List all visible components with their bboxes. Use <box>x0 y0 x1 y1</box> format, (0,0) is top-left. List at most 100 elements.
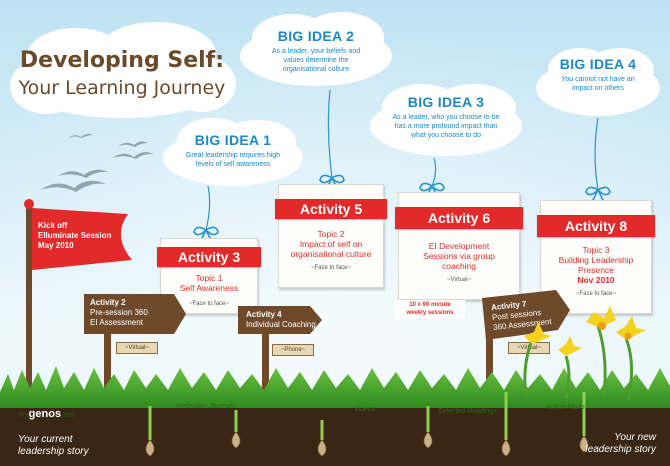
bird-icon <box>40 180 106 192</box>
ground-label: Selected Readings <box>438 408 497 415</box>
signpost-board <box>238 306 322 334</box>
story-line: Your current <box>18 434 73 445</box>
cloud-shape <box>240 12 392 86</box>
logo-suffix: .net <box>61 410 75 419</box>
signpost-line: EI Assessment <box>90 318 143 327</box>
signpost-board <box>84 294 186 334</box>
kickoff-label: Kick off Elluminate Session May 2010 <box>38 221 111 251</box>
title-cloud: Developing Self: Your Learning Journey <box>6 18 238 126</box>
activity-card-label: Activity 3 <box>157 247 261 267</box>
activity-card-3: Activity 3 Topic 1 Self Awareness ~Face … <box>157 238 261 314</box>
daffodil-icon <box>523 322 552 397</box>
page-title: Developing Self: <box>19 48 225 73</box>
logo-brand: genos <box>28 408 62 420</box>
kickoff-flag <box>24 199 132 394</box>
activity-card-topic: Topic 3 <box>582 245 610 255</box>
activity-card-mode: ~Face to face~ <box>575 291 617 297</box>
signpost-tag: ~Virtual~ <box>116 342 158 354</box>
signpost-line: Pre-session 360 <box>90 308 148 317</box>
story-line: leadership story <box>585 444 656 455</box>
activity-card-topic: Presence <box>578 265 614 275</box>
story-new: Your new leadership story <box>585 432 656 456</box>
story-current: Your current leadership story <box>18 434 89 458</box>
cloud-shape <box>370 84 522 156</box>
big-idea-2-cloud: BIG IDEA 2 As a leader, your beliefs and… <box>236 8 396 92</box>
story-line: Your new <box>614 432 656 443</box>
daffodil-icon <box>586 306 616 397</box>
kickoff-line: Elluminate Session <box>38 231 112 240</box>
ground-label: Reflection Journals <box>176 403 236 410</box>
bulb-icon <box>423 431 433 449</box>
bird-icon <box>58 169 108 178</box>
story-line: leadership story <box>18 446 89 457</box>
activity-card-date: Nov 2010 <box>577 275 615 285</box>
signpost-pole <box>104 330 111 396</box>
bulb-icon <box>579 435 589 453</box>
bird-icon <box>68 133 93 138</box>
sessions-note-line: 10 x 90 minute <box>409 302 451 308</box>
activity-card-topic: Building Leadership <box>558 255 634 265</box>
big-idea-title: BIG IDEA 3 <box>407 94 485 110</box>
bulb-icon <box>145 439 155 457</box>
bird-icon <box>112 152 154 159</box>
big-idea-text: As a leader, your beliefs and values det… <box>271 48 361 73</box>
big-idea-4-cloud: BIG IDEA 4 You cannot not have an impact… <box>532 42 664 120</box>
bulb-icon <box>501 439 511 457</box>
signpost-line: Individual Coaching <box>246 320 316 329</box>
bulb-icon <box>317 439 327 457</box>
signpost-tag: ~Phone~ <box>272 344 314 356</box>
activity-card-label: Activity 6 <box>395 207 523 229</box>
activity-card-label: Activity 5 <box>275 199 387 219</box>
cloud-shape <box>163 118 303 186</box>
big-idea-text: As a leader, who you choose to be has a … <box>392 114 500 139</box>
flag-pole-knob <box>24 199 34 209</box>
activity-card-topic: Impact of self on <box>299 239 363 249</box>
activity-card-6: Activity 6 EI Development Sessions via g… <box>395 192 523 300</box>
activity-card-mode: ~Face to face~ <box>188 301 230 307</box>
signpost-title: Activity 2 <box>90 298 126 307</box>
activity-card-topic: EI Development <box>428 241 490 251</box>
big-idea-3-cloud: BIG IDEA 3 As a leader, who you choose t… <box>366 78 526 162</box>
signpost-text: Activity 4 Individual Coaching <box>246 310 316 330</box>
cloud-shape <box>10 22 236 118</box>
signpost-pole <box>486 336 493 394</box>
logo-prefix: my <box>18 410 29 419</box>
signpost-pole <box>262 330 269 392</box>
activity-card-topic: coaching <box>441 261 477 271</box>
activity-card-topic: organisational culture <box>290 249 372 259</box>
activity-card-topic: Self Awareness <box>179 283 239 293</box>
logo: mygenos.net <box>18 408 74 420</box>
flag-cloth <box>32 208 132 270</box>
activity-card-topic: Topic 2 <box>317 229 345 239</box>
cloud-shape <box>536 48 660 116</box>
activity-card-topic: Sessions via group <box>423 251 495 261</box>
activity-card-5: Activity 5 Topic 2 Impact of self on org… <box>275 184 387 288</box>
sessions-note: 10 x 90 minute weekly sessions <box>395 300 465 319</box>
ground-label: Videos <box>354 406 376 413</box>
kickoff-line: May 2010 <box>38 241 74 250</box>
bulb-icon <box>231 431 241 449</box>
activity-card-topic: Topic 1 <box>195 273 223 283</box>
big-idea-title: BIG IDEA 2 <box>277 28 355 44</box>
grass <box>0 366 670 408</box>
flag-pole <box>26 204 32 394</box>
big-idea-text: Great leadership requires high levels of… <box>185 152 281 168</box>
daffodil-icon <box>616 316 646 401</box>
big-idea-title: BIG IDEA 1 <box>194 132 272 148</box>
activity-card-mode: ~Virtual~ <box>447 277 471 283</box>
big-idea-1-cloud: BIG IDEA 1 Great leadership requires hig… <box>158 112 308 190</box>
activity-card-label: Activity 8 <box>537 215 655 237</box>
signpost-title: Activity 4 <box>246 310 282 319</box>
signpost-board <box>482 290 570 340</box>
activity-card-mode: ~Face to face~ <box>310 265 352 271</box>
signpost-text: Activity 2 Pre-session 360 EI Assessment <box>90 298 148 328</box>
bird-icon <box>118 141 148 147</box>
sessions-note-line: weekly sessions <box>406 309 454 316</box>
page-subtitle: Your Learning Journey <box>18 77 226 99</box>
big-idea-text: You cannot not have an impact on others <box>561 76 635 92</box>
daffodil-icon <box>558 336 582 399</box>
